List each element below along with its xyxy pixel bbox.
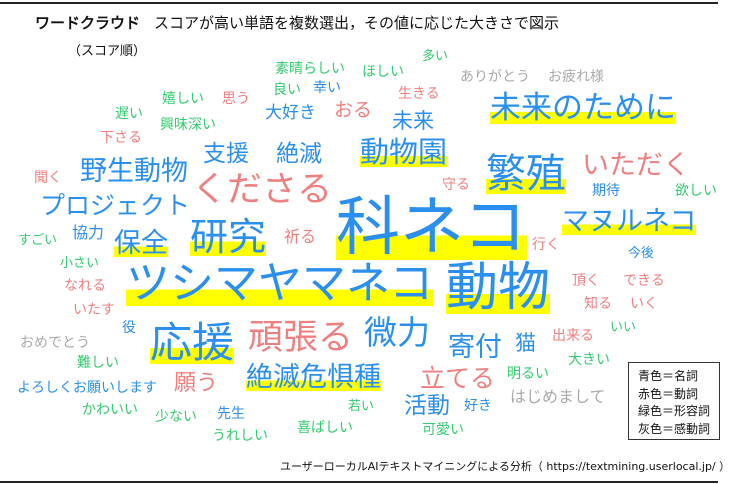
- legend-noun: 青色＝名詞: [638, 369, 699, 383]
- word-interjection: はじめまして: [510, 387, 606, 406]
- word-adjective: 遅い: [115, 106, 143, 122]
- word-noun: 動物園: [360, 135, 448, 169]
- word-verb: 立てる: [420, 364, 496, 393]
- word-noun: プロジェクト: [40, 191, 191, 220]
- word-noun: 寄付: [448, 332, 502, 363]
- word-interjection: ありがとう: [460, 69, 530, 85]
- word-verb: いたす: [73, 302, 115, 318]
- word-adjective: 良い: [273, 82, 301, 98]
- word-noun: 猫: [515, 331, 536, 355]
- word-interjection: お疲れ様: [548, 69, 604, 85]
- word-verb: 頂く: [572, 273, 600, 289]
- word-verb: 出来る: [552, 328, 594, 344]
- legend: 青色＝名詞 赤色＝動詞 緑色＝形容詞 灰色＝感動詞: [628, 362, 720, 440]
- word-verb: いく: [630, 296, 658, 312]
- word-verb: 思う: [222, 91, 250, 107]
- word-noun: 好き: [464, 398, 492, 414]
- word-verb: 生きる: [398, 86, 440, 102]
- word-noun: 未来のために: [490, 90, 676, 126]
- word-adjective: 大きい: [568, 352, 610, 368]
- word-verb: 守る: [442, 177, 470, 193]
- page-title: ワードクラウドスコアが高い単語を複数選出，その値に応じた大きさで図示: [35, 12, 559, 33]
- word-verb: おる: [334, 99, 373, 121]
- word-verb: 行く: [532, 237, 560, 253]
- subtitle: （スコア順）: [68, 44, 147, 59]
- word-adjective: 嬉しい: [162, 91, 204, 107]
- word-adjective: 若い: [348, 399, 375, 414]
- title-bold: ワードクラウド: [35, 14, 141, 32]
- word-verb: 願う: [174, 371, 219, 396]
- title-description: スコアが高い単語を複数選出，その値に応じた大きさで図示: [154, 14, 560, 32]
- word-noun: 科ネコ: [336, 191, 527, 265]
- word-verb: 下さる: [100, 130, 142, 146]
- word-adjective: 小さい: [60, 256, 100, 271]
- legend-verb: 赤色＝動詞: [638, 386, 699, 401]
- footer-attribution: ユーザーローカルAIテキストマイニングによる分析（ https://textmi…: [280, 460, 731, 473]
- word-adjective: 素晴らしい: [275, 61, 345, 77]
- word-noun: 絶滅: [276, 141, 322, 167]
- word-noun: 役: [122, 320, 136, 336]
- word-noun: 保全: [114, 228, 168, 259]
- word-verb: できる: [623, 273, 665, 289]
- word-adjective: かわいい: [82, 402, 138, 418]
- word-noun: 野生動物: [80, 156, 188, 187]
- word-noun: よろしくお願いします: [17, 380, 157, 396]
- word-interjection: おめでとう: [20, 335, 90, 351]
- word-adjective: 少ない: [155, 409, 197, 425]
- word-noun: 研究: [190, 215, 267, 259]
- top-rule: [0, 2, 718, 4]
- word-verb: くださる: [192, 170, 333, 210]
- word-verb: なれる: [64, 278, 106, 294]
- word-adjective: いい: [610, 320, 637, 335]
- word-noun: 期待: [592, 183, 620, 199]
- word-adjective: 明るい: [507, 366, 549, 382]
- word-verb: いただく: [582, 150, 690, 181]
- word-adjective: うれしい: [212, 428, 268, 444]
- word-noun: 微力: [364, 313, 430, 352]
- word-adjective: 可愛い: [422, 422, 464, 438]
- word-noun: ツシマヤマネコ: [126, 258, 434, 309]
- word-noun: マヌルネコ: [562, 206, 697, 237]
- word-noun: 応援: [150, 318, 235, 367]
- legend-adjective: 緑色＝形容詞: [638, 404, 711, 418]
- word-verb: 祈る: [284, 227, 317, 246]
- word-adjective: 難しい: [77, 355, 119, 371]
- word-noun: 支援: [203, 141, 249, 167]
- word-verb: 頑張る: [248, 318, 354, 358]
- word-adjective: 興味深い: [160, 117, 216, 133]
- bottom-rule: [0, 481, 718, 483]
- word-adjective: 多い: [422, 49, 449, 64]
- word-adjective: すごい: [18, 233, 58, 248]
- word-noun: 動物: [446, 258, 551, 318]
- word-noun: 幸い: [313, 80, 341, 96]
- word-adjective: 喜ばしい: [297, 420, 353, 436]
- word-verb: 知る: [584, 296, 612, 312]
- legend-interjection: 灰色＝感動詞: [638, 421, 711, 436]
- word-noun: 活動: [404, 393, 450, 419]
- word-noun: 大好き: [265, 103, 316, 123]
- word-noun: 未来: [392, 109, 434, 133]
- word-noun: 協力: [72, 223, 105, 242]
- word-adjective: 欲しい: [675, 183, 717, 199]
- word-adjective: ほしい: [362, 64, 404, 80]
- word-noun: 今後: [628, 246, 655, 261]
- word-noun: 絶滅危惧種: [246, 362, 381, 393]
- word-noun: 繁殖: [486, 151, 566, 197]
- word-noun: 先生: [217, 406, 245, 422]
- word-verb: 聞く: [34, 170, 62, 186]
